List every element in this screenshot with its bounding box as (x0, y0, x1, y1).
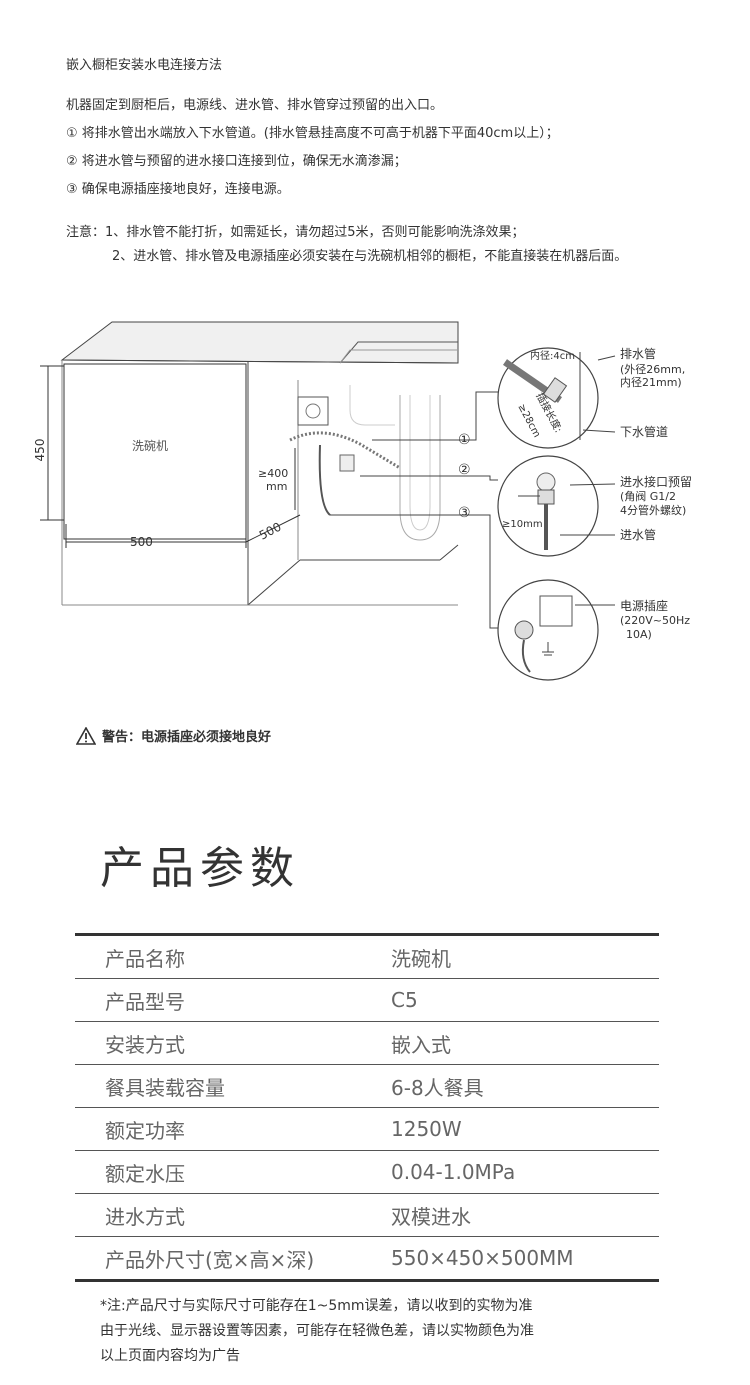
dim-hose-a: ≥400 (258, 467, 288, 480)
param-key: 产品型号 (75, 978, 391, 1022)
dim-height: 450 (33, 439, 47, 462)
warning-icon (76, 726, 96, 745)
section-title: 嵌入橱柜安装水电连接方法 (66, 58, 223, 73)
warning: 警告：电源插座必须接地良好 (76, 726, 271, 745)
param-key: 产品名称 (75, 933, 391, 979)
inlet-reserve-label: 进水接口预留 (620, 474, 692, 489)
sewer-pipe-label: 下水管道 (620, 424, 668, 439)
disclaimer-line-3: 以上页面内容均为广告 (100, 1348, 240, 1364)
step-3: ③ 确保电源插座接地良好，连接电源。 (66, 182, 290, 197)
param-value: 双模进水 (391, 1193, 659, 1237)
marker-2: ② (458, 462, 471, 478)
param-value: 550×450×500MM (391, 1236, 659, 1282)
dim-hose-b: mm (266, 480, 287, 493)
inlet-pipe-label: 进水管 (620, 527, 656, 542)
disclaimer-line-1: *注:产品尺寸与实际尺寸可能存在1~5mm误差，请以收到的实物为准 (100, 1298, 533, 1314)
table-row: 进水方式双模进水 (75, 1193, 659, 1237)
disclaimer-line-2: 由于光线、显示器设置等因素，可能存在轻微色差，请以实物颜色为准 (100, 1323, 534, 1339)
dim-width: 500 (130, 535, 153, 549)
installation-diagram: 洗碗机 450 500 500 ≥400 mm ① ② ③ 内径:4cm 插接长… (33, 321, 692, 681)
gap-label: ≥10mm (502, 519, 543, 530)
param-value: 0.04-1.0MPa (391, 1150, 659, 1194)
marker-1: ① (458, 432, 471, 448)
warning-text: 警告：电源插座必须接地良好 (102, 730, 272, 745)
step-2: ② 将进水管与预留的进水接口连接到位，确保无水滴渗漏； (66, 154, 407, 169)
drain-hose-detail-2: 内径21mm) (620, 375, 682, 389)
param-key: 产品外尺寸(宽×高×深) (75, 1236, 391, 1282)
drain-hose-label: 排水管 (620, 346, 656, 361)
param-value: 洗碗机 (391, 933, 659, 979)
param-key: 安装方式 (75, 1021, 391, 1065)
note-1: 注意：1、排水管不能打折，如需延长，请勿超过5米，否则可能影响洗涤效果； (66, 225, 525, 240)
param-key: 进水方式 (75, 1193, 391, 1237)
marker-3: ③ (458, 505, 471, 521)
param-key: 餐具装载容量 (75, 1064, 391, 1108)
socket-detail-2: 10A) (626, 628, 652, 641)
socket-detail-1: (220V~50Hz (620, 614, 690, 627)
param-value: 1250W (391, 1107, 659, 1151)
param-value: 6-8人餐具 (391, 1064, 659, 1108)
socket-label: 电源插座 (620, 598, 668, 613)
params-title: 产品参数 (100, 843, 300, 894)
intro-text: 机器固定到厨柜后，电源线、进水管、排水管穿过预留的出入口。 (66, 98, 444, 113)
note-2: 2、进水管、排水管及电源插座必须安装在与洗碗机相邻的橱柜，不能直接装在机器后面。 (112, 249, 628, 264)
table-row: 产品名称洗碗机 (75, 933, 659, 979)
table-row: 安装方式嵌入式 (75, 1021, 659, 1065)
dim-depth: 500 (257, 520, 284, 543)
param-value: 嵌入式 (391, 1021, 659, 1065)
drain-hose-detail-1: (外径26mm, (620, 363, 685, 376)
inlet-detail-1: (角阀 G1/2 (620, 489, 676, 503)
table-row: 产品外尺寸(宽×高×深)550×450×500MM (75, 1236, 659, 1282)
param-key: 额定功率 (75, 1107, 391, 1151)
inlet-detail-2: 4分管外螺纹) (620, 503, 686, 517)
step-1: ① 将排水管出水端放入下水管道。(排水管悬挂高度不可高于机器下平面40cm以上）… (66, 126, 559, 141)
param-key: 额定水压 (75, 1150, 391, 1194)
inner-diameter-label: 内径:4cm (530, 349, 575, 362)
param-value: C5 (391, 978, 659, 1022)
machine-label: 洗碗机 (132, 438, 168, 453)
